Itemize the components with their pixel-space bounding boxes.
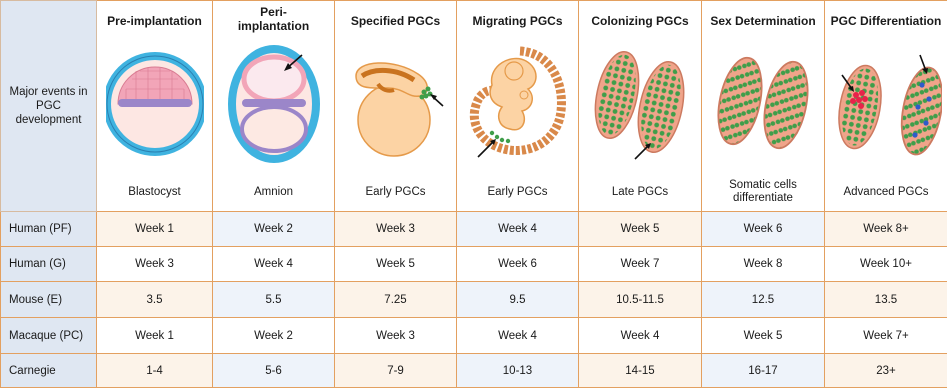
table-row-human-pf: Human (PF) Week 1 Week 2 Week 3 Week 4 W…	[1, 212, 947, 247]
table-cell: 3.5	[97, 282, 213, 318]
table-cell: Week 7	[579, 247, 702, 282]
stage-header-pre-implantation: Pre-implantation Blastocyst	[97, 1, 213, 212]
differentiated-gonad-icon	[830, 45, 942, 163]
stage-caption: Early PGCs	[457, 174, 578, 210]
table-cell: Week 4	[457, 212, 579, 247]
table-cell: 16-17	[702, 354, 825, 388]
stage-header-sex-determination: Sex Determination Somatic cells differen…	[702, 1, 825, 212]
table-cell: Week 1	[97, 212, 213, 247]
stage-header-migrating-pgcs: Migrating PGCs Early PGCs	[457, 1, 579, 212]
table-cell: Week 7+	[825, 318, 947, 354]
table-cell: 10-13	[457, 354, 579, 388]
table-cell: 23+	[825, 354, 947, 388]
gonad-pair-icon	[587, 45, 693, 163]
corner-label: Major events in PGC development	[1, 85, 96, 127]
stage-caption: Early PGCs	[335, 174, 456, 210]
table-cell: 14-15	[579, 354, 702, 388]
stage-title: Specified PGCs	[335, 1, 456, 34]
stage-title: Peri-implantation	[213, 1, 334, 34]
table-cell: Week 6	[457, 247, 579, 282]
stage-caption: Somatic cells differentiate	[702, 174, 824, 210]
row-label: Mouse (E)	[1, 282, 97, 318]
table-cell: Week 8	[702, 247, 825, 282]
stage-header-pgc-differentiation: PGC Differentiation	[825, 1, 947, 212]
stage-title: Migrating PGCs	[457, 1, 578, 34]
stage-title: Pre-implantation	[97, 1, 212, 34]
table-cell: 5.5	[213, 282, 335, 318]
amnion-icon	[228, 45, 320, 163]
table-cell: Week 2	[213, 212, 335, 247]
table-row-mouse-e: Mouse (E) 3.5 5.5 7.25 9.5 10.5-11.5 12.…	[1, 282, 947, 318]
stage-title: PGC Differentiation	[825, 1, 947, 34]
table-cell: Week 3	[335, 212, 457, 247]
gonad-cords-icon	[710, 45, 816, 163]
table-cell: Week 2	[213, 318, 335, 354]
table-cell: Week 5	[702, 318, 825, 354]
table-cell: Week 1	[97, 318, 213, 354]
table-cell: 10.5-11.5	[579, 282, 702, 318]
table-cell: 1-4	[97, 354, 213, 388]
stage-title: Colonizing PGCs	[579, 1, 701, 34]
table-cell: 9.5	[457, 282, 579, 318]
table-cell: 5-6	[213, 354, 335, 388]
row-label: Human (PF)	[1, 212, 97, 247]
table-cell: Week 3	[97, 247, 213, 282]
curled-embryo-icon	[462, 45, 574, 163]
stage-header-peri-implantation: Peri-implantation Amnion	[213, 1, 335, 212]
stage-title: Sex Determination	[702, 1, 824, 34]
table-row-macaque-pc: Macaque (PC) Week 1 Week 2 Week 3 Week 4…	[1, 318, 947, 354]
row-label: Carnegie	[1, 354, 97, 388]
stage-caption: Late PGCs	[579, 174, 701, 210]
table-cell: 13.5	[825, 282, 947, 318]
table-cell: Week 5	[335, 247, 457, 282]
stage-caption: Blastocyst	[97, 174, 212, 210]
table-cell: Week 4	[457, 318, 579, 354]
table-row-carnegie: Carnegie 1-4 5-6 7-9 10-13 14-15 16-17 2…	[1, 354, 947, 388]
table-cell: 7-9	[335, 354, 457, 388]
table-cell: Week 4	[213, 247, 335, 282]
table-cell: Week 6	[702, 212, 825, 247]
table-cell: Week 8+	[825, 212, 947, 247]
stage-header-colonizing-pgcs: Colonizing PGCs Late PGCs	[579, 1, 702, 212]
stage-caption: Advanced PGCs	[825, 174, 947, 210]
row-label: Macaque (PC)	[1, 318, 97, 354]
blastocyst-icon	[106, 51, 204, 157]
table-cell: Week 3	[335, 318, 457, 354]
table-cell: Week 10+	[825, 247, 947, 282]
table-row-human-g: Human (G) Week 3 Week 4 Week 5 Week 6 We…	[1, 247, 947, 282]
corner-header: Major events in PGC development	[1, 1, 97, 212]
early-embryo-icon	[348, 50, 444, 158]
table-cell: Week 4	[579, 318, 702, 354]
table-cell: Week 5	[579, 212, 702, 247]
table-cell: 12.5	[702, 282, 825, 318]
stage-caption: Amnion	[213, 174, 334, 210]
stage-header-specified-pgcs: Specified PGCs Early PGCs	[335, 1, 457, 212]
row-label: Human (G)	[1, 247, 97, 282]
table-cell: 7.25	[335, 282, 457, 318]
